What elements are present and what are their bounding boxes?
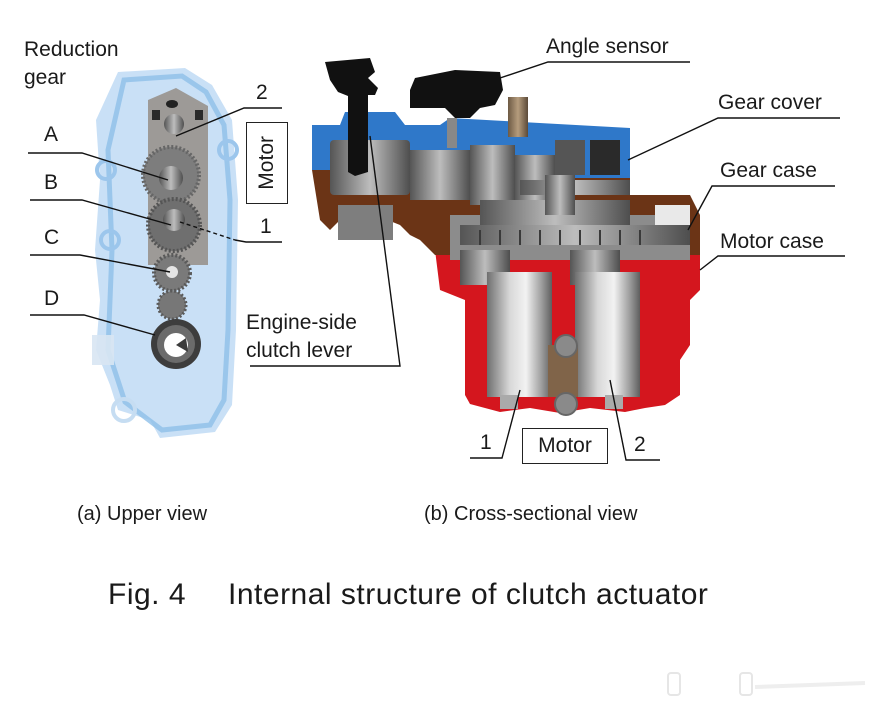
cross-section-illustration (312, 58, 700, 416)
leader-gear-d (30, 314, 156, 336)
figure-title-text: Internal structure of clutch actuator (228, 578, 709, 611)
caption-cross-section: (b) Cross-sectional view (424, 503, 638, 525)
upper-motor-number-2: 2 (256, 81, 268, 104)
leader-motor-2 (175, 107, 282, 137)
clutch-lever (325, 58, 378, 176)
motor-2 (575, 272, 640, 397)
figure-title: Fig. 4 Internal structure of clutch actua… (108, 578, 708, 612)
cross-section-leader-lines (250, 61, 845, 461)
caption-upper-view: (a) Upper view (77, 503, 208, 525)
callout-clutch-lever-line1: Engine-side (246, 311, 357, 334)
callout-clutch-lever: Engine-side clutch lever (246, 309, 357, 365)
leader-gear-c (30, 254, 171, 273)
upper-motor-box-label: Motor (255, 136, 278, 190)
section-motor-box: Motor (522, 428, 608, 464)
section-motor-box-label: Motor (538, 434, 592, 457)
leader-clutch-lever (250, 135, 401, 367)
leader-angle-sensor (499, 61, 690, 79)
reduction-gear-heading-line2: gear (24, 66, 67, 89)
gear-motor-2 (164, 114, 184, 134)
gear-label-a: A (44, 123, 59, 146)
callout-clutch-lever-line2: clutch lever (246, 339, 353, 362)
section-motor-number-2: 2 (634, 433, 646, 456)
callout-gear-cover: Gear cover (718, 91, 822, 114)
leader-motor-case (699, 255, 845, 271)
section-motor-number-1: 1 (480, 431, 492, 454)
upper-motor-number-1: 1 (260, 215, 272, 238)
leader-motor-2-bottom (609, 379, 660, 461)
leader-motor-1-bottom (470, 389, 521, 459)
upper-view-illustration (92, 68, 239, 438)
leader-gear-case (687, 185, 835, 231)
figure-number: Fig. 4 (108, 578, 187, 611)
reduction-gear-heading-line1: Reduction (24, 38, 119, 61)
leader-gear-b (30, 199, 172, 226)
gear-label-b: B (44, 171, 59, 194)
leader-motor-1 (179, 221, 236, 241)
faint-artifact (667, 672, 866, 696)
leader-gear-cover (627, 117, 840, 161)
reduction-gear-heading: Reduction gear (24, 36, 119, 92)
gear-label-c: C (44, 226, 60, 249)
gear-label-d: D (44, 287, 60, 310)
callout-gear-case: Gear case (720, 159, 817, 182)
upper-view-leader-lines (28, 107, 282, 336)
callout-angle-sensor: Angle sensor (546, 35, 669, 58)
upper-motor-box: Motor (246, 122, 288, 204)
callout-motor-case: Motor case (720, 230, 824, 253)
angle-sensor-body (410, 70, 503, 118)
leader-gear-a (28, 152, 169, 181)
motor-1 (487, 272, 552, 397)
